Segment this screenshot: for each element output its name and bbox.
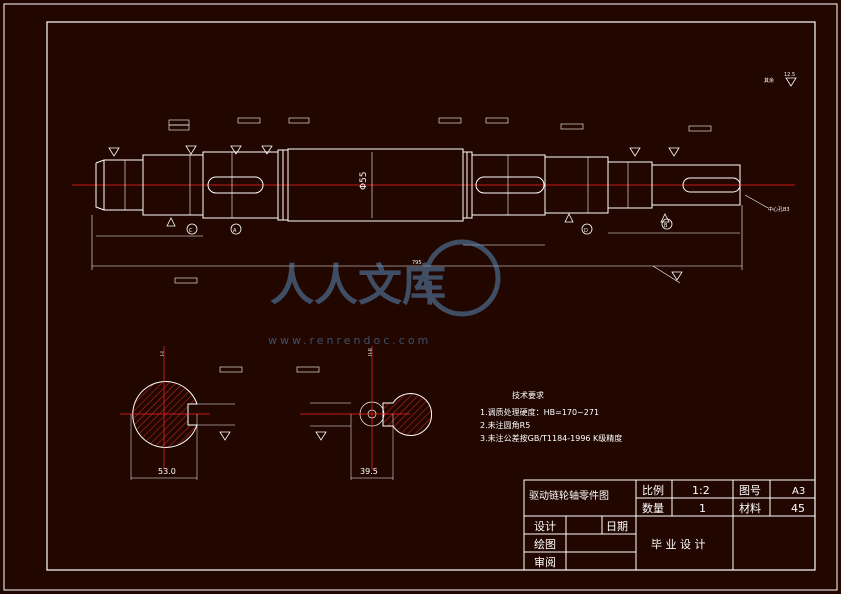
material-label: 材料 — [739, 501, 761, 515]
shaft-outline — [95, 148, 741, 222]
note-1: 1.调质处理硬度：HB=170~271 — [480, 407, 599, 417]
watermark: 人人文库 www.renrendoc.com — [268, 239, 501, 347]
overall-length-dimension: 795 — [412, 260, 422, 266]
design-label: 设计 — [534, 520, 556, 533]
material-value: 45 — [791, 502, 805, 515]
part-name: 驱动链轮轴零件图 — [529, 489, 609, 502]
keyway-left — [207, 176, 264, 194]
quantity-value: 1 — [699, 502, 706, 515]
keyway-right — [682, 177, 741, 193]
datum-d-label: D — [584, 228, 588, 234]
center-hole-mark: 中心孔B3 — [768, 206, 790, 213]
roughness-remark: 其余 — [764, 77, 774, 84]
datum-c-label: C — [189, 228, 193, 234]
datum-b-label: B — [664, 223, 668, 229]
draw-label: 绘图 — [534, 537, 556, 551]
date-label: 日期 — [606, 520, 628, 533]
review-label: 审阅 — [534, 555, 556, 569]
roughness-value: 12.5 — [784, 72, 795, 78]
watermark-url: www.renrendoc.com — [268, 334, 431, 347]
scale-label: 比例 — [642, 483, 664, 497]
section-view-a — [120, 346, 235, 480]
outer-frame — [3, 3, 838, 591]
project-label: 毕 业 设 计 — [651, 538, 706, 551]
note-3: 3.未注公差按GB/T1184-1996 K级精度 — [480, 433, 622, 443]
watermark-logo-ring — [423, 239, 501, 317]
datum-markers — [108, 77, 797, 281]
phi55-dimension: Φ55 — [359, 171, 369, 190]
drawing-no-value: A3 — [792, 486, 805, 497]
tolerance-frames — [168, 117, 712, 373]
keyway-middle — [475, 176, 545, 194]
drawing-no-label: 图号 — [739, 484, 761, 497]
quantity-label: 数量 — [642, 502, 664, 515]
title-block-grid — [523, 479, 816, 571]
inner-frame — [46, 21, 816, 571]
notes-title: 技术要求 — [512, 390, 544, 400]
section-a-label: I-I — [160, 351, 166, 356]
note-2: 2.未注圆角R5 — [480, 420, 530, 430]
scale-value: 1:2 — [692, 484, 710, 497]
watermark-text: 人人文库 — [270, 260, 446, 311]
datum-a-label: A — [233, 228, 237, 234]
section-a-dimension: 53.0 — [158, 467, 176, 476]
section-view-b — [300, 346, 432, 480]
section-b-dimension: 39.5 — [360, 467, 378, 476]
section-b-label: II-II — [368, 348, 374, 356]
